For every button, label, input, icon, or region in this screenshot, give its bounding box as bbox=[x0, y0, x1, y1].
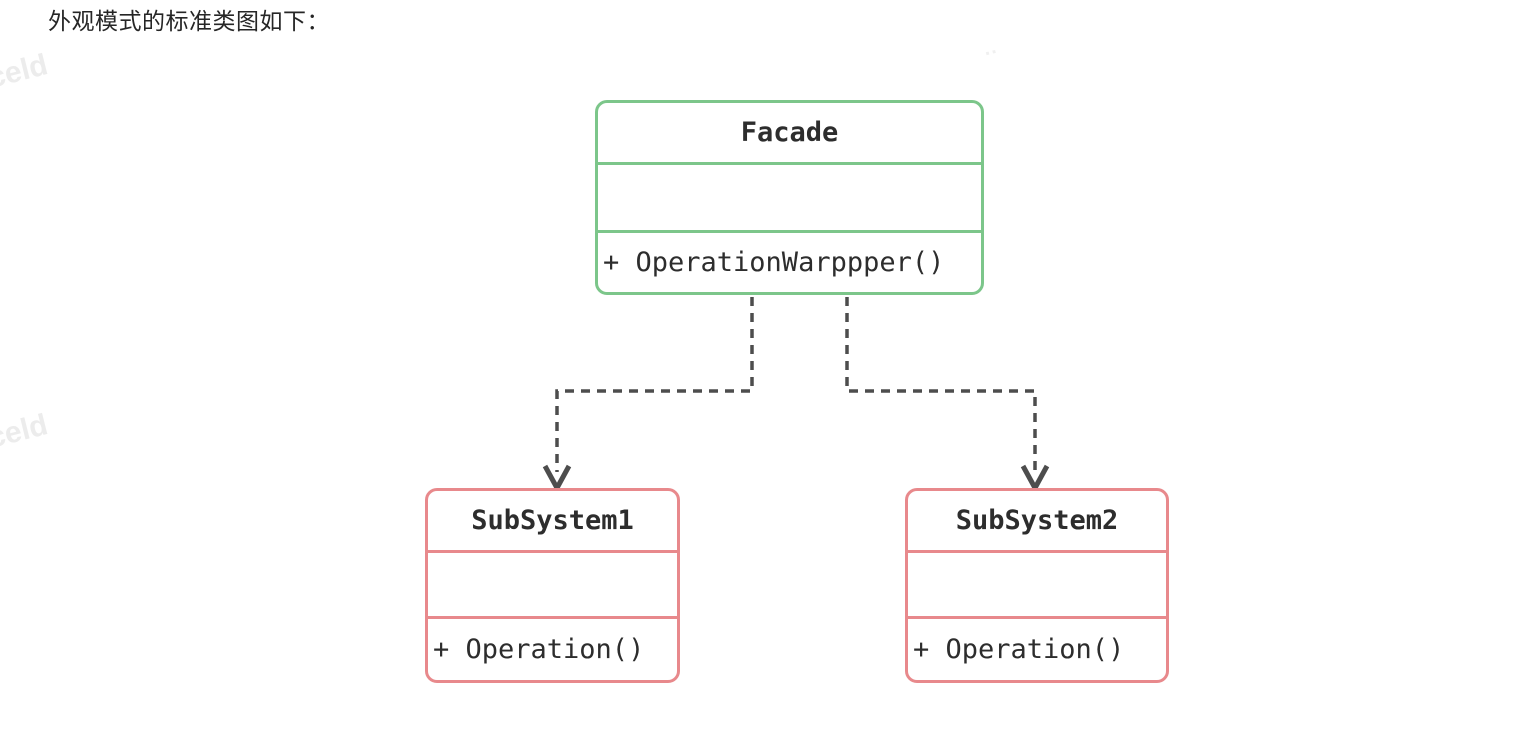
class-attributes-subsystem2 bbox=[908, 553, 1166, 619]
class-methods-subsystem1: + Operation() bbox=[433, 634, 645, 665]
class-box-subsystem2: SubSystem2 + Operation() bbox=[905, 488, 1169, 683]
class-attributes-subsystem1 bbox=[428, 553, 677, 619]
class-methods-facade: + OperationWarppper() bbox=[603, 247, 945, 278]
arrowhead-subsystem2-icon bbox=[1020, 464, 1050, 494]
page-title: 外观模式的标准类图如下： bbox=[48, 8, 330, 34]
connector-facade-subsystem2 bbox=[845, 297, 1037, 472]
class-methods-subsystem2: + Operation() bbox=[913, 634, 1125, 665]
watermark-text: celd bbox=[0, 408, 52, 455]
class-name-subsystem2: SubSystem2 bbox=[908, 491, 1166, 553]
class-attributes-facade bbox=[598, 165, 981, 233]
class-box-subsystem1: SubSystem1 + Operation() bbox=[425, 488, 680, 683]
arrowhead-subsystem1-icon bbox=[542, 464, 572, 494]
class-name-facade: Facade bbox=[598, 103, 981, 165]
class-name-subsystem1: SubSystem1 bbox=[428, 491, 677, 553]
connector-facade-subsystem1 bbox=[555, 297, 754, 472]
class-box-facade: Facade + OperationWarppper() bbox=[595, 100, 984, 295]
watermark-fragment: ·· bbox=[982, 40, 1001, 66]
watermark-text: celd bbox=[0, 48, 52, 95]
